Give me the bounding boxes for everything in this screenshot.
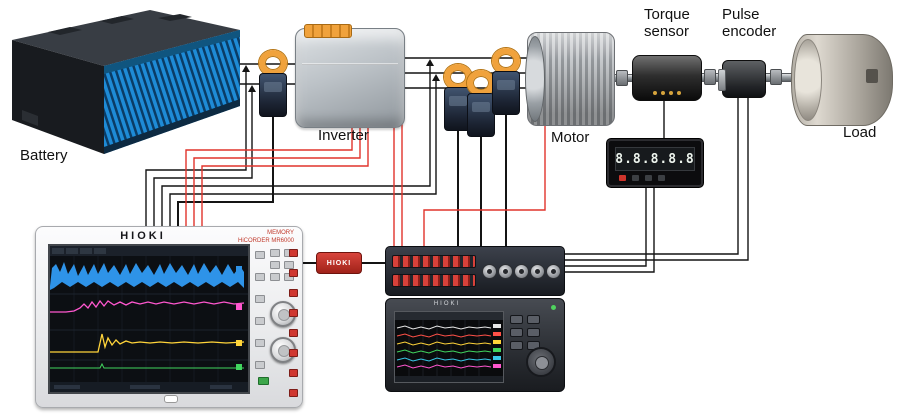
pulse-encoder-illustration xyxy=(718,60,766,98)
terminal-row xyxy=(392,274,476,287)
load-port xyxy=(866,69,878,83)
torque-meter: 8.8.8.8.8 xyxy=(607,139,703,187)
battery-illustration xyxy=(8,6,246,169)
meter-digits: 8.8.8.8.8 xyxy=(615,151,695,167)
shaft-coupling xyxy=(770,69,782,85)
load-label: Load xyxy=(843,124,877,141)
meter-keys xyxy=(619,175,665,181)
torque-sensor-illustration xyxy=(632,55,702,101)
inverter-connector-block xyxy=(304,24,352,38)
round-connector xyxy=(514,264,529,279)
torque-sensor-pins xyxy=(653,91,681,95)
round-connector xyxy=(546,264,561,279)
clamp-body xyxy=(259,73,287,117)
softkey-column xyxy=(255,251,265,369)
input-terminal-strip xyxy=(289,249,298,397)
navigation-dpad xyxy=(526,347,556,377)
recorder-model-text: MEMORY HiCORDER MR6000 xyxy=(238,230,295,244)
shaft-coupling xyxy=(704,69,716,85)
memory-recorder: HIOKI MEMORY HiCORDER MR6000 xyxy=(35,226,303,408)
battery-label: Battery xyxy=(20,147,68,164)
logger-screen xyxy=(394,311,504,383)
torque-sensor-label: Torque sensor xyxy=(644,6,690,41)
motor-flange xyxy=(525,36,545,122)
pulse-encoder-label: Pulse encoder xyxy=(722,6,777,41)
inverter-seam xyxy=(302,63,398,65)
current-clamp xyxy=(256,50,290,117)
input-terminal-unit xyxy=(385,246,565,296)
load-illustration xyxy=(791,34,893,126)
adapter-brand: HIOKI xyxy=(326,259,352,267)
recorder-foot-button xyxy=(164,395,178,403)
wireless-adapter: HIOKI xyxy=(316,252,362,274)
shaft-coupling xyxy=(616,70,628,86)
current-clamp xyxy=(489,48,523,115)
data-logger: HIOKI xyxy=(385,298,565,392)
recorder-brand: HIOKI xyxy=(120,230,166,242)
load-end-face xyxy=(794,39,822,121)
motor-illustration xyxy=(525,32,615,126)
round-connector xyxy=(482,264,497,279)
logger-trace-display xyxy=(395,312,503,382)
motor-label: Motor xyxy=(551,129,590,146)
terminal-row xyxy=(392,255,476,268)
clamp-body xyxy=(467,93,495,137)
power-led xyxy=(551,305,556,310)
logger-buttons xyxy=(510,315,542,350)
round-connector xyxy=(498,264,513,279)
inverter-illustration xyxy=(295,24,405,128)
clamp-body xyxy=(492,71,520,115)
meter-display: 8.8.8.8.8 xyxy=(615,147,695,171)
encoder-collar xyxy=(718,69,726,91)
start-key xyxy=(258,377,269,385)
round-connector xyxy=(530,264,545,279)
logger-brand: HIOKI xyxy=(433,301,461,307)
current-clamp xyxy=(464,70,498,137)
waveform-display xyxy=(50,246,248,392)
inverter-label: Inverter xyxy=(318,127,369,144)
recorder-screen xyxy=(48,244,250,394)
